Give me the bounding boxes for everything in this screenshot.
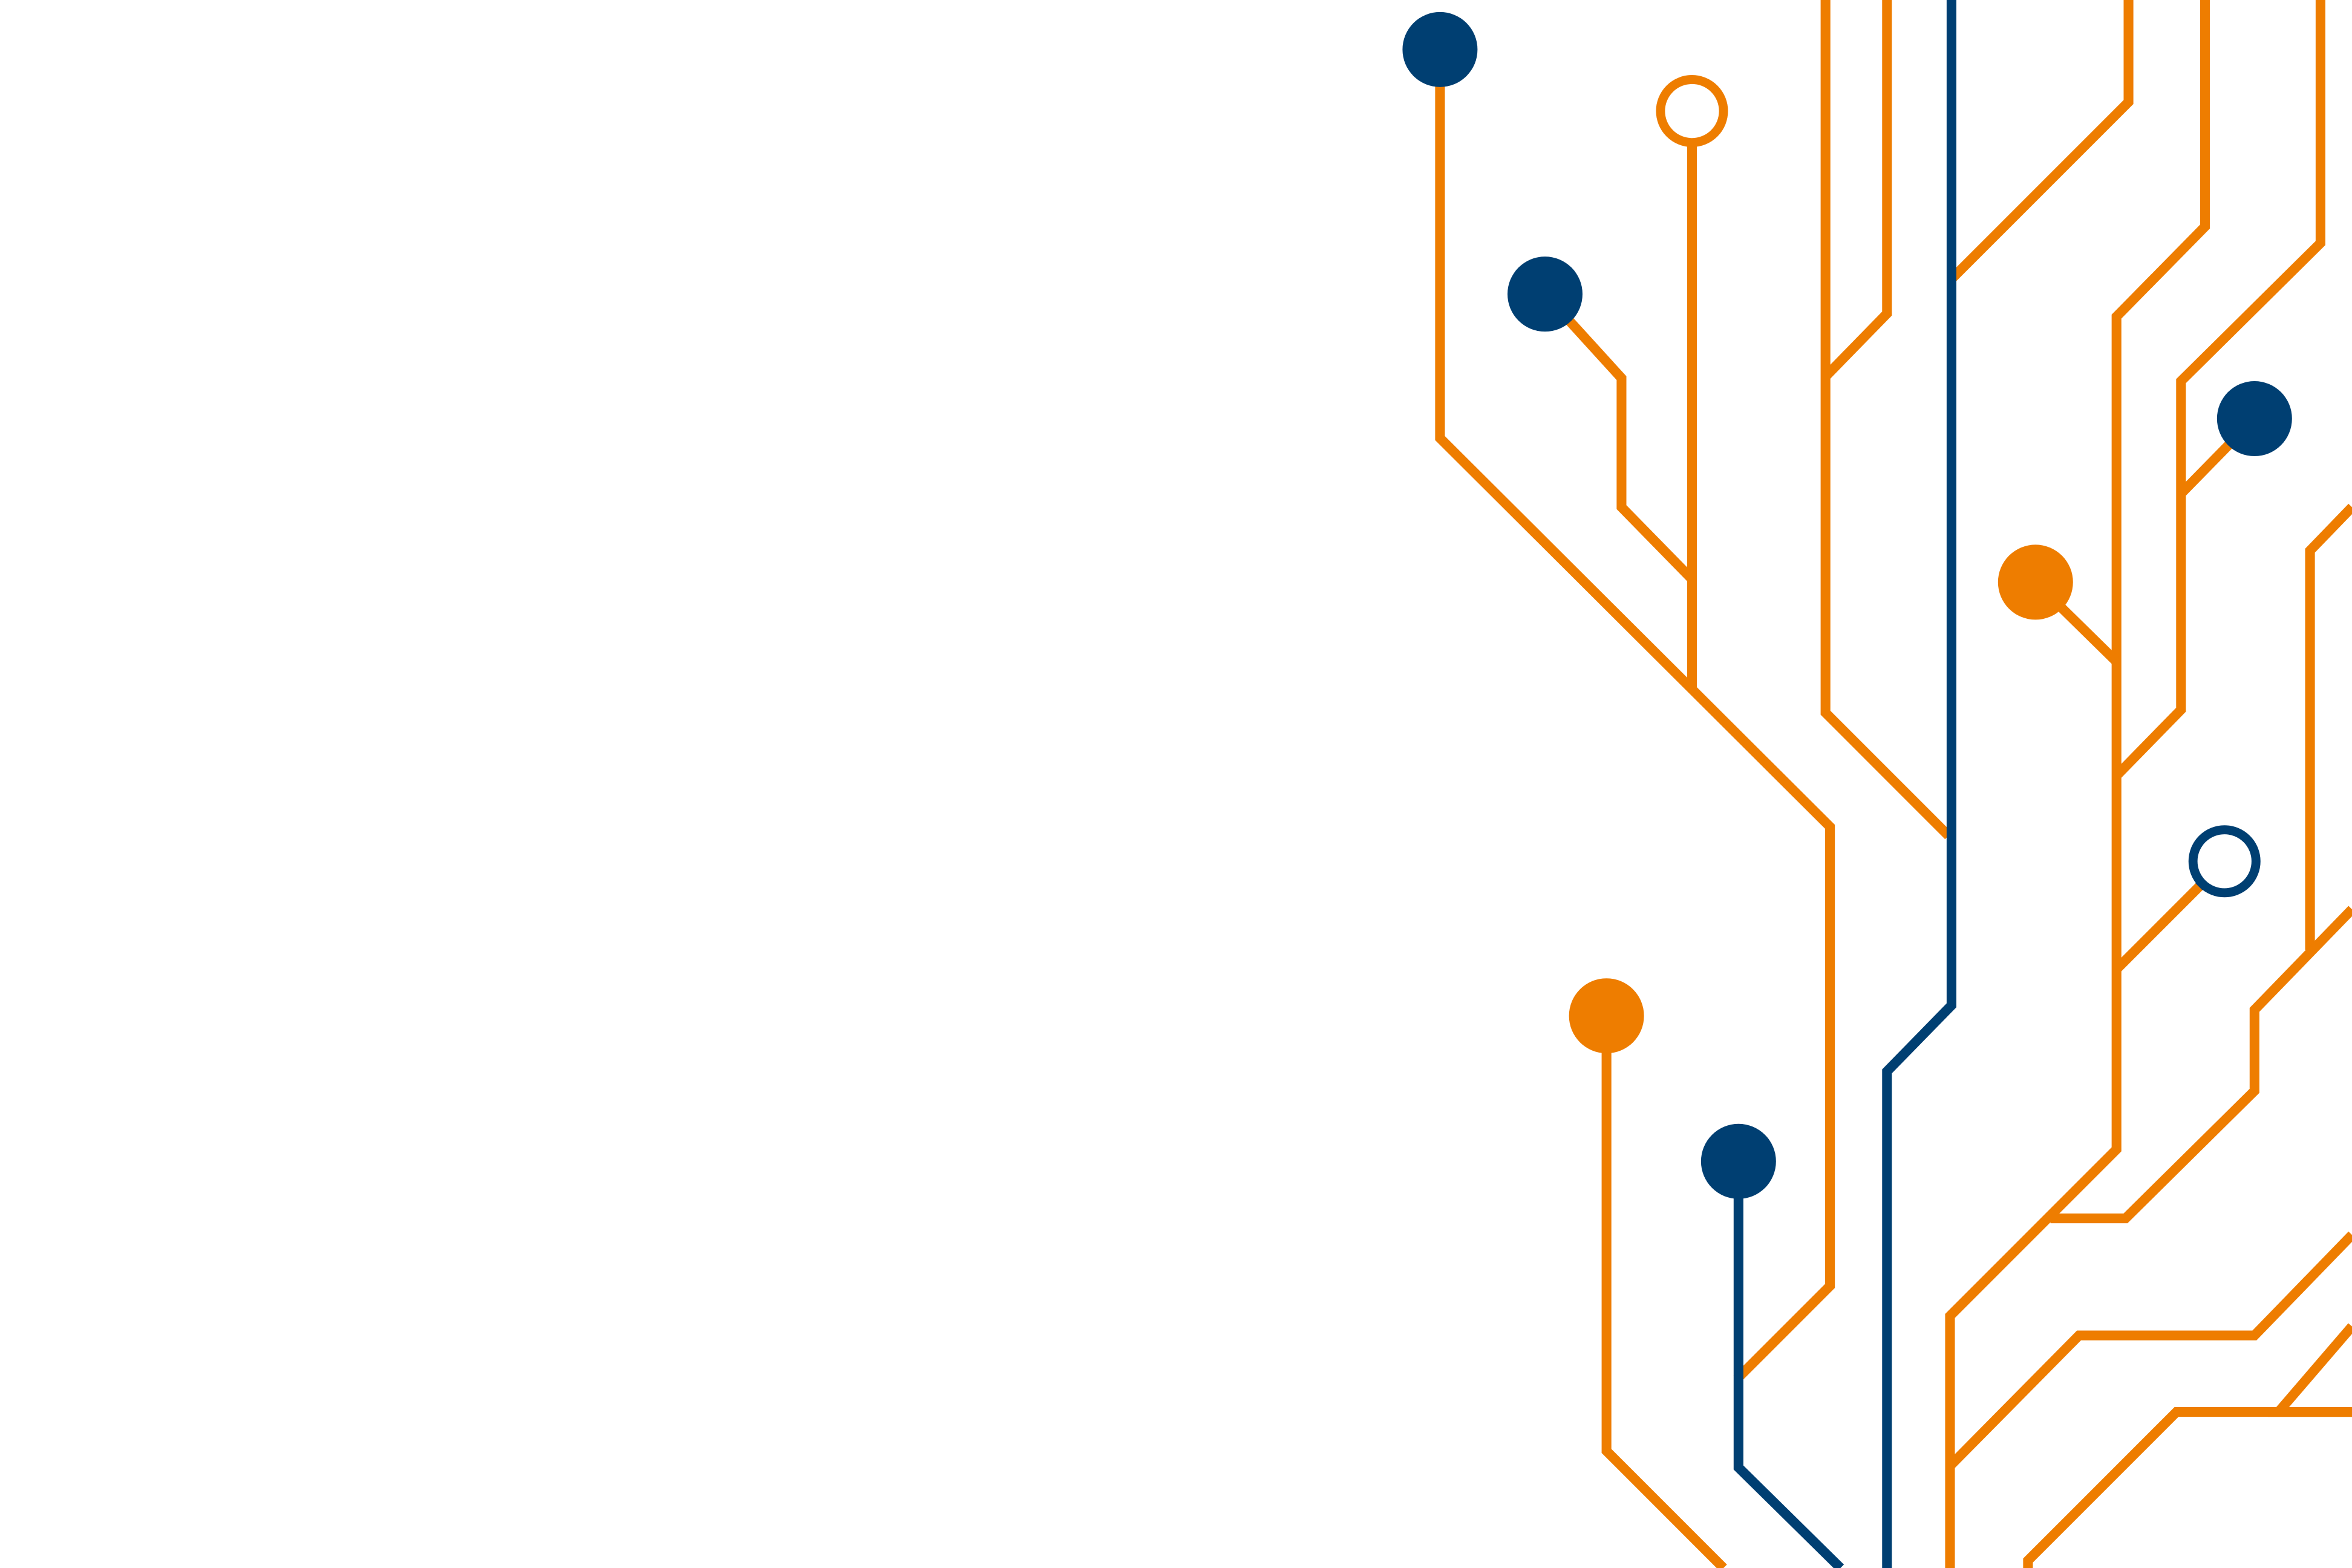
orange-trace bbox=[2023, 1406, 2352, 1568]
orange-trace bbox=[2267, 1323, 2352, 1417]
orange-trace bbox=[2112, 0, 2325, 779]
orange-trace bbox=[1541, 290, 1696, 583]
orange-traces bbox=[1435, 0, 2352, 1568]
navy-trace bbox=[1733, 1161, 1844, 1568]
orange-trace bbox=[1948, 0, 2134, 283]
orange-trace bbox=[2050, 906, 2352, 1224]
navy-trace bbox=[1882, 0, 1957, 1568]
orange-trace bbox=[1601, 1016, 1727, 1568]
orange-node-hollow bbox=[1656, 75, 1728, 148]
orange-node-filled bbox=[1998, 544, 2073, 620]
navy-node-filled bbox=[1507, 256, 1583, 332]
orange-trace bbox=[1435, 49, 1835, 1383]
orange-node-filled bbox=[1569, 978, 1644, 1054]
navy-node-filled bbox=[1700, 1123, 1776, 1199]
navy-node-hollow bbox=[2188, 825, 2261, 898]
navy-node-filled bbox=[1402, 11, 1478, 87]
orange-trace bbox=[2305, 503, 2352, 950]
navy-node-filled bbox=[2216, 381, 2292, 457]
orange-trace bbox=[1821, 0, 1892, 381]
orange-trace bbox=[1820, 0, 1952, 840]
orange-trace bbox=[1946, 1231, 2352, 1470]
orange-trace bbox=[1945, 0, 2210, 1568]
circuit-nodes bbox=[1402, 11, 2292, 1199]
